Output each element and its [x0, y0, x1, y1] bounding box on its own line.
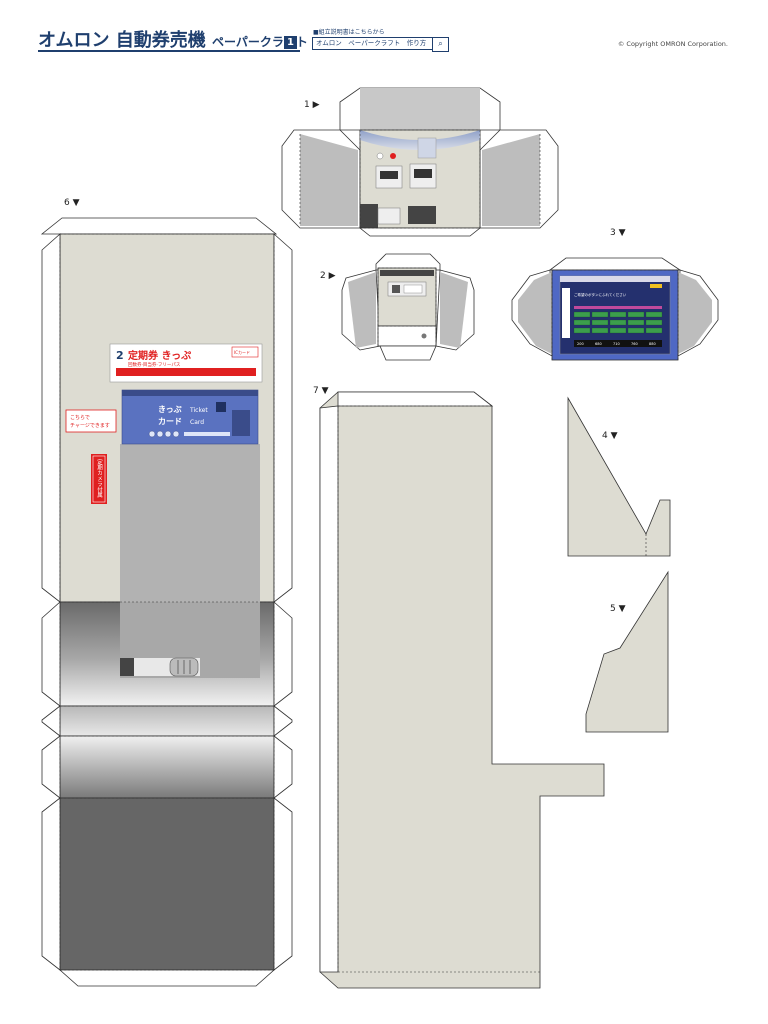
part-label-5: 5 ▼ — [610, 604, 626, 614]
sign-sub-text: 回数券·目当券·フリーパス — [128, 361, 181, 368]
search-input[interactable]: オムロン ペーパークラフト 作り方 — [312, 37, 435, 50]
part-label-2: 2 ▶ — [320, 271, 336, 281]
part-5 — [585, 570, 669, 733]
part-7 — [319, 391, 605, 989]
screen-fare-button-2: 680 — [595, 342, 602, 346]
screen-fare-button-4: 760 — [631, 342, 638, 346]
part-label-3: 3 ▼ — [610, 228, 626, 238]
sign-ic-tag: ICカード — [234, 350, 250, 355]
part-6 — [40, 217, 293, 987]
card-jp-label: カード — [158, 417, 182, 426]
part-1 — [281, 87, 559, 237]
part-2 — [341, 253, 475, 361]
screen-fare-button-1: 200 — [577, 342, 584, 346]
screen-fare-button-3: 710 — [613, 342, 620, 346]
ticket-jp-label: きっぷ — [158, 405, 182, 414]
charge-text-line2: チャージできます — [70, 422, 110, 429]
screen-fare-button-5: 880 — [649, 342, 656, 346]
magnifier-icon: ⌕ — [438, 39, 443, 48]
title-main: オムロン 自動券売機 — [38, 30, 206, 51]
sign-number: 2 — [116, 349, 124, 362]
title-underline — [38, 50, 300, 52]
screen-header-text: ご希望のボタンにふれてください — [574, 292, 627, 297]
page-title: オムロン 自動券売機 ペーパークラフト — [38, 26, 308, 52]
ticket-en-label: Ticket — [189, 407, 208, 414]
sheet-number: 1 — [284, 36, 297, 49]
charge-text-line1: こちらで — [70, 415, 90, 421]
sign-main-text: 定期券 きっぷ — [128, 349, 191, 362]
part-4 — [567, 396, 671, 557]
copyright-text: © Copyright OMRON Corporation. — [617, 40, 728, 48]
instructions-hint: ■組立説明書はこちらから — [313, 29, 385, 36]
card-en-label: Card — [190, 419, 204, 426]
part-label-1: 1 ▶ — [304, 100, 320, 110]
title-subtitle: ペーパークラフト — [212, 35, 308, 49]
vertical-red-label: 定期カメラ付属 — [96, 458, 103, 499]
search-button[interactable]: ⌕ — [432, 37, 449, 52]
part-label-6: 6 ▼ — [64, 198, 80, 208]
part-3 — [511, 257, 719, 361]
part-label-4: 4 ▼ — [602, 431, 618, 441]
part-label-7: 7 ▼ — [313, 386, 329, 396]
